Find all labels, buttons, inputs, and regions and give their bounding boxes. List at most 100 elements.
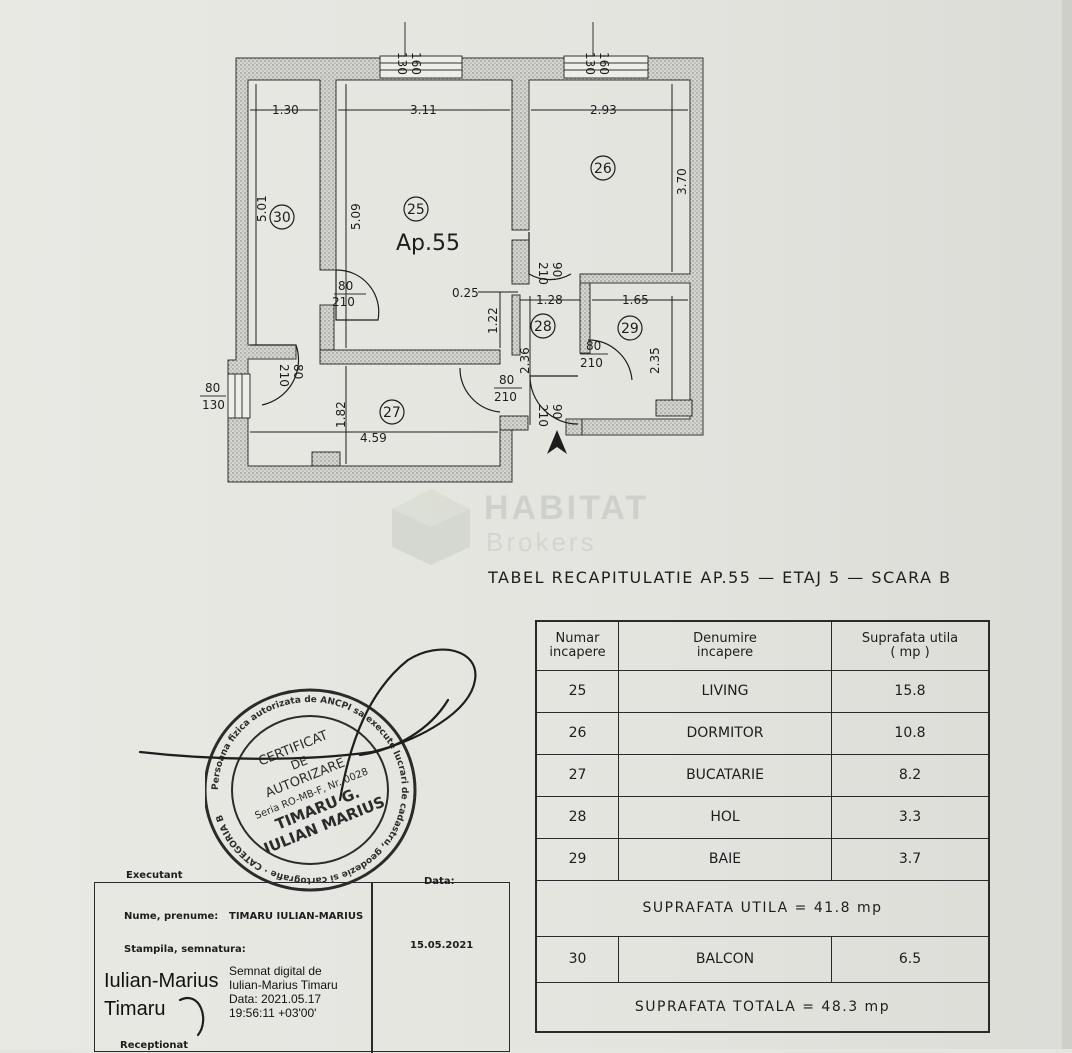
dimension-lines	[250, 84, 688, 464]
digital-signature-details: Semnat digital de Iulian-Marius Timaru D…	[229, 964, 338, 1020]
total-area-row: SUPRAFATA TOTALA = 48.3 mp	[537, 982, 988, 1031]
dim-5-01: 5.01	[255, 195, 269, 222]
door-labels: 80 210 80 210 80 210 80 210 90 210 90 21…	[277, 262, 608, 427]
executant-label: Executant	[126, 870, 183, 881]
window-left	[379, 55, 463, 79]
header-text: ( mp )	[890, 645, 930, 660]
door-size-top: 80	[338, 279, 353, 293]
balcony-window-top: 80	[205, 381, 220, 395]
useful-area-row: SUPRAFATA UTILA = 41.8 mp	[537, 880, 988, 937]
room-name-cell: BAIE	[619, 838, 832, 880]
window-right	[563, 55, 649, 79]
table-row: 26 DORMITOR 10.8	[537, 712, 988, 755]
apartment-label: Ap.55	[396, 231, 460, 256]
door-size-bottom: 210	[277, 364, 291, 387]
room-26-number: 26	[594, 161, 612, 177]
door-size-top: 80	[291, 364, 305, 379]
room-area-cell: 3.7	[898, 851, 922, 867]
dim-2-93: 2.93	[590, 103, 617, 117]
header-room-name: Denumire incapere	[619, 622, 832, 670]
room-area-cell: 6.5	[898, 951, 922, 967]
room-name-cell: BALCON	[619, 936, 832, 982]
door-size-bottom: 210	[332, 295, 355, 309]
room-area-cell: 3.3	[898, 809, 922, 825]
walls	[227, 57, 704, 483]
door-size-bottom: 210	[536, 262, 550, 285]
name-value: TIMARU IULIAN-MARIUS	[229, 911, 364, 922]
door-swings	[250, 232, 633, 425]
door-size-top: 90	[550, 262, 564, 277]
room-name-cell: BUCATARIE	[619, 754, 832, 796]
dim-3-70: 3.70	[675, 168, 689, 195]
window-balcony	[227, 373, 251, 419]
watermark-name: HABITAT	[484, 489, 650, 527]
room-markers	[269, 155, 643, 425]
room-area-cell: 10.8	[894, 725, 926, 741]
dim-1-22: 1.22	[486, 307, 500, 334]
door-size-top: 80	[499, 373, 514, 387]
window-height-label: 160	[409, 52, 423, 75]
dim-1-28: 1.28	[536, 293, 563, 307]
date-label: Data:	[424, 876, 455, 887]
watermark-subtitle: Brokers	[486, 527, 597, 557]
dim-1-30: 1.30	[272, 103, 299, 117]
useful-area-total: SUPRAFATA UTILA = 41.8 mp	[642, 900, 883, 916]
header-text: incapere	[549, 645, 606, 660]
header-text: Suprafata utila	[861, 631, 959, 646]
summary-table: Numar incapere Denumire incapere Suprafa…	[535, 620, 990, 1033]
dim-0-25: 0.25	[452, 286, 479, 300]
header-area: Suprafata utila ( mp )	[832, 622, 988, 670]
room-number-cell: 26	[537, 712, 619, 754]
room-name-cell: HOL	[619, 796, 832, 838]
window-left-label: 160 130	[395, 22, 423, 75]
header-text: Numar	[555, 631, 600, 646]
room-numbers: 30 25 26 28 29 27	[273, 161, 639, 421]
header-text: Denumire	[693, 631, 757, 646]
signature-line: Iulian-Marius Timaru	[229, 978, 338, 992]
room-number-cell: 29	[537, 838, 619, 880]
habitat-logo-icon	[392, 489, 470, 565]
room-number-cell: 27	[537, 754, 619, 796]
table-row: 28 HOL 3.3	[537, 796, 988, 839]
dimension-labels: 1.30 3.11 2.93 5.01 5.09 3.70 0.25 1.28 …	[255, 103, 689, 445]
entrance-arrow-icon	[547, 430, 567, 454]
table-row: 25 LIVING 15.8	[537, 670, 988, 713]
dim-5-09: 5.09	[349, 203, 363, 230]
dim-1-65: 1.65	[622, 293, 649, 307]
table-row: 29 BAIE 3.7	[537, 838, 988, 881]
floor-plan: 160 130 160 130 80 130 1.30 3.11 2.93 5.…	[200, 22, 704, 483]
room-number-cell: 28	[537, 796, 619, 838]
dim-2-35: 2.35	[648, 347, 662, 374]
signature-line: 19:56:11 +03'00'	[229, 1006, 317, 1020]
room-25-number: 25	[407, 202, 425, 218]
balcony-window-bottom: 130	[202, 398, 225, 412]
room-27-number: 27	[383, 405, 401, 421]
room-name-cell: LIVING	[619, 670, 832, 712]
table-header-row: Numar incapere Denumire incapere Suprafa…	[537, 622, 988, 671]
room-area-cell: 8.2	[898, 767, 922, 783]
room-name-cell: DORMITOR	[619, 712, 832, 754]
window-right-label: 160 130	[583, 22, 611, 75]
window-height-label: 160	[597, 52, 611, 75]
signature-line: Data: 2021.05.17	[229, 992, 322, 1006]
dim-4-59: 4.59	[360, 431, 387, 445]
header-room-number: Numar incapere	[537, 622, 619, 670]
door-size-bottom: 210	[494, 390, 517, 404]
name-label: Nume, prenume:	[124, 911, 219, 922]
executant-divider	[371, 883, 373, 1053]
room-area-cell: 15.8	[894, 683, 926, 699]
room-number-cell: 30	[537, 936, 619, 982]
room-28-number: 28	[534, 319, 552, 335]
table-row: 27 BUCATARIE 8.2	[537, 754, 988, 797]
signer-name-first: Iulian-Marius	[104, 970, 219, 992]
room-29-number: 29	[621, 321, 639, 337]
door-size-top: 90	[550, 404, 564, 419]
signer-name-last: Timaru	[104, 998, 166, 1020]
dim-1-82: 1.82	[334, 401, 348, 428]
summary-table-title: TABEL RECAPITULATIE AP.55 — ETAJ 5 — SCA…	[488, 568, 952, 587]
total-area: SUPRAFATA TOTALA = 48.3 mp	[634, 998, 891, 1015]
receptionat-label: Receptionat	[120, 1040, 189, 1051]
dim-3-11: 3.11	[410, 103, 437, 117]
balcony-row: 30 BALCON 6.5	[537, 936, 988, 983]
